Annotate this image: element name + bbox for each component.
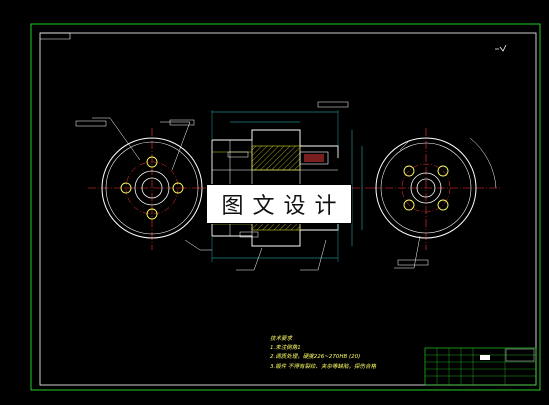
- left-hole-4: [120, 182, 132, 194]
- left-hole-3: [146, 208, 158, 220]
- notes-line-3: 3.锻件 不得有裂纹、夹杂等缺陷，探伤合格: [270, 364, 376, 370]
- title-block: [424, 347, 537, 386]
- right-hub-circle: [410, 172, 442, 204]
- right-hole-3: [437, 199, 449, 211]
- left-hole-2: [172, 182, 184, 194]
- right-hole-1: [403, 165, 415, 177]
- watermark-text: 图文设计: [221, 194, 346, 219]
- section-leader: [236, 247, 263, 271]
- left-end-view: [75, 117, 212, 251]
- left-bore-circle: [141, 177, 163, 199]
- right-leader-2: [399, 139, 411, 151]
- hatch-upper: [251, 145, 301, 171]
- section-leader-2: [300, 239, 327, 271]
- left-pcd-circle: [125, 161, 179, 215]
- right-outer-circle-2: [380, 142, 472, 234]
- roughness-symbol-icon: [495, 44, 507, 52]
- left-tolerance-box: [75, 120, 107, 127]
- left-tolerance-box-2: [169, 119, 195, 126]
- left-hub-circle: [134, 170, 170, 206]
- left-outer-circle-2: [105, 141, 199, 235]
- right-hole-4: [403, 199, 415, 211]
- watermark-banner: 图文设计: [206, 184, 352, 224]
- notes-title: 技术要求: [270, 336, 293, 342]
- keyway-slot: [299, 151, 329, 165]
- right-pcd-circle: [401, 163, 451, 213]
- keyway-fill: [304, 154, 324, 162]
- right-hole-2: [437, 165, 449, 177]
- section-tol-box: [317, 101, 349, 108]
- right-tolerance-box: [397, 259, 429, 266]
- inner-frame: [39, 32, 537, 386]
- left-leader-2: [160, 121, 191, 171]
- right-bore-circle: [416, 178, 436, 198]
- notes-line-1: 1.未注倒角1: [270, 345, 301, 351]
- right-end-view: [372, 128, 500, 269]
- right-angle-arc: [469, 137, 497, 189]
- section-tol-box-2: [227, 151, 249, 158]
- code-box: [40, 32, 71, 40]
- right-outer-circle: [375, 137, 477, 239]
- right-leader: [394, 235, 421, 269]
- left-leader: [92, 117, 141, 161]
- section-tol-box-3: [239, 231, 259, 238]
- notes-line-2: 2.调质处理，硬度226~270HB (20): [270, 354, 361, 360]
- left-leader-3: [184, 239, 212, 251]
- left-hole-1: [146, 156, 158, 168]
- outer-frame: [30, 23, 541, 391]
